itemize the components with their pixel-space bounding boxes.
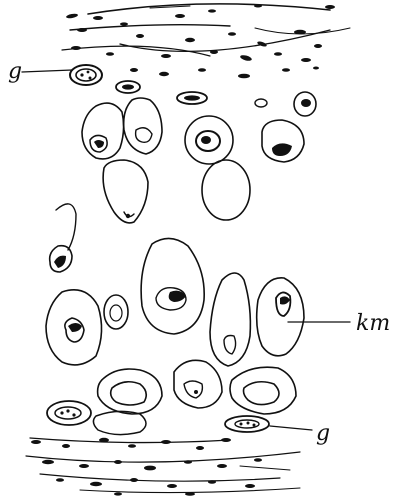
- top-tissue-band: [62, 4, 350, 78]
- middle-cell-cluster: [46, 238, 304, 366]
- gland-cell-top: [70, 65, 102, 85]
- bottom-tissue-band: [26, 438, 300, 496]
- gland-cell-bottom-right: [225, 416, 269, 432]
- upper-cell-row: [82, 98, 304, 164]
- lower-cell-row: [93, 360, 296, 434]
- gland-cell-bottom-left: [47, 401, 91, 425]
- label-g-bottom-text: g: [316, 421, 330, 446]
- tailed-cell: [50, 204, 76, 272]
- label-g-top: g: [8, 59, 72, 84]
- label-g-top-text: g: [8, 59, 22, 84]
- label-g-top-leader: [22, 70, 72, 72]
- label-g-bottom-leader: [270, 426, 312, 430]
- label-km-text: km: [356, 311, 390, 336]
- second-cell-row: [103, 160, 250, 223]
- label-g-bottom: g: [270, 421, 330, 446]
